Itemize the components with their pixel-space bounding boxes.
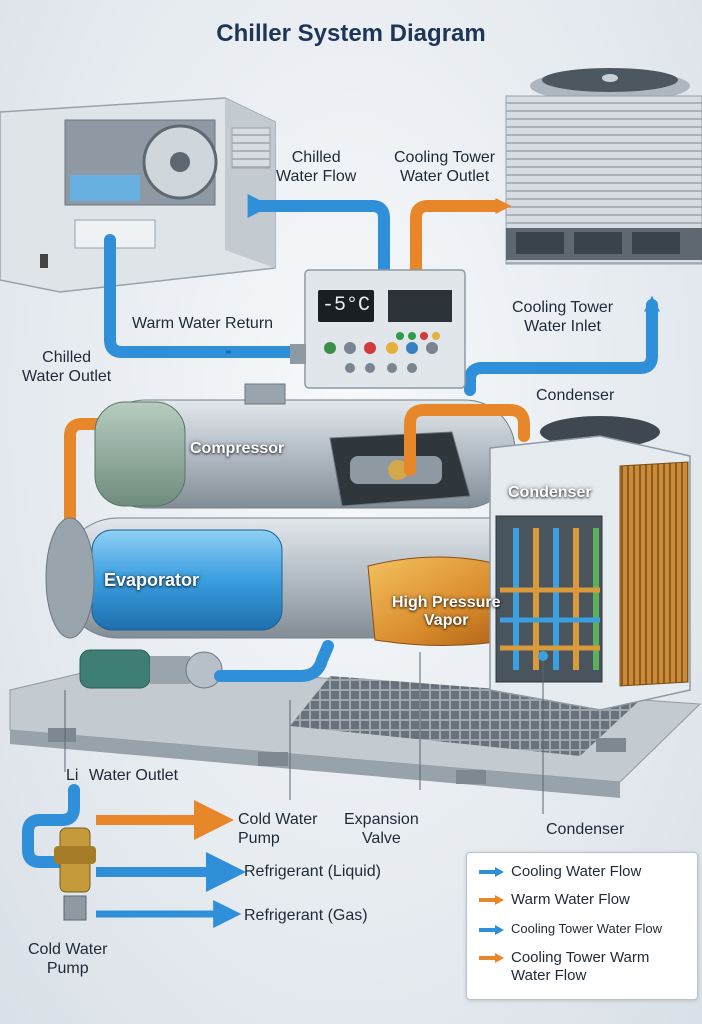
top-pipe-network bbox=[104, 198, 660, 396]
label-refrigerant-liquid: Refrigerant (Liquid) bbox=[244, 863, 381, 880]
label-compressor: Compressor bbox=[190, 440, 285, 457]
air-handler-unit bbox=[0, 97, 276, 293]
condenser-unit bbox=[489, 416, 691, 711]
label-cold-water-pump-bottom: Cold Water Pump bbox=[28, 941, 108, 978]
leader-lines bbox=[64, 652, 544, 814]
legend-arrow-icon bbox=[479, 925, 504, 935]
compressor-shell bbox=[94, 383, 516, 509]
page-title: Chiller System Diagram bbox=[216, 20, 486, 47]
label-water-outlet-prefix: Li bbox=[66, 767, 79, 784]
legend-item-cooling-tower-water-flow: Cooling Tower Water Flow bbox=[477, 921, 662, 937]
label-condenser-unit: Condenser bbox=[508, 484, 592, 501]
evaporator-orange-pipe bbox=[64, 418, 104, 596]
legend-item-cooling-tower-warm-water-flow: Cooling Tower Warm Water Flow bbox=[477, 949, 649, 985]
label-water-outlet: Water Outlet bbox=[88, 767, 179, 784]
cooling-tower bbox=[505, 68, 702, 265]
label-condenser-bottom: Condenser bbox=[546, 821, 625, 838]
label-cooling-tower-water-inlet: Cooling Tower Water Inlet bbox=[512, 299, 614, 336]
control-panel bbox=[290, 269, 466, 389]
label-expansion-valve: Expansion Valve bbox=[344, 811, 419, 848]
label-high-pressure-vapor: High Pressure Vapor bbox=[392, 594, 501, 630]
label-condenser-top: Condenser bbox=[536, 387, 615, 404]
label-chilled-water-flow: Chilled Water Flow bbox=[276, 149, 357, 186]
label-warm-water-return: Warm Water Return bbox=[132, 315, 274, 332]
legend-item-warm-water-flow: Warm Water Flow bbox=[477, 891, 630, 909]
legend-item-cooling-water-flow: Cooling Water Flow bbox=[477, 863, 641, 881]
label-evaporator: Evaporator bbox=[104, 570, 200, 590]
temperature-display: -5°C bbox=[318, 290, 374, 322]
valve-assembly bbox=[22, 784, 246, 928]
label-cold-water-pump-mid: Cold Water Pump bbox=[238, 811, 318, 848]
label-chilled-water-outlet: Chilled Water Outlet bbox=[22, 349, 112, 386]
legend-arrow-icon bbox=[479, 895, 504, 905]
legend-arrow-icon bbox=[479, 953, 504, 963]
label-refrigerant-gas: Refrigerant (Gas) bbox=[244, 907, 368, 924]
label-water-outlet-row: Li Water Outlet bbox=[66, 766, 178, 785]
legend-arrow-icon bbox=[479, 867, 504, 877]
legend: Cooling Water Flow Warm Water Flow Cooli… bbox=[466, 852, 698, 1000]
label-cooling-tower-water-outlet: Cooling Tower Water Outlet bbox=[394, 149, 496, 186]
refrigerant-hot-pipe bbox=[404, 404, 530, 476]
cold-water-pump-mid-unit bbox=[79, 640, 334, 689]
